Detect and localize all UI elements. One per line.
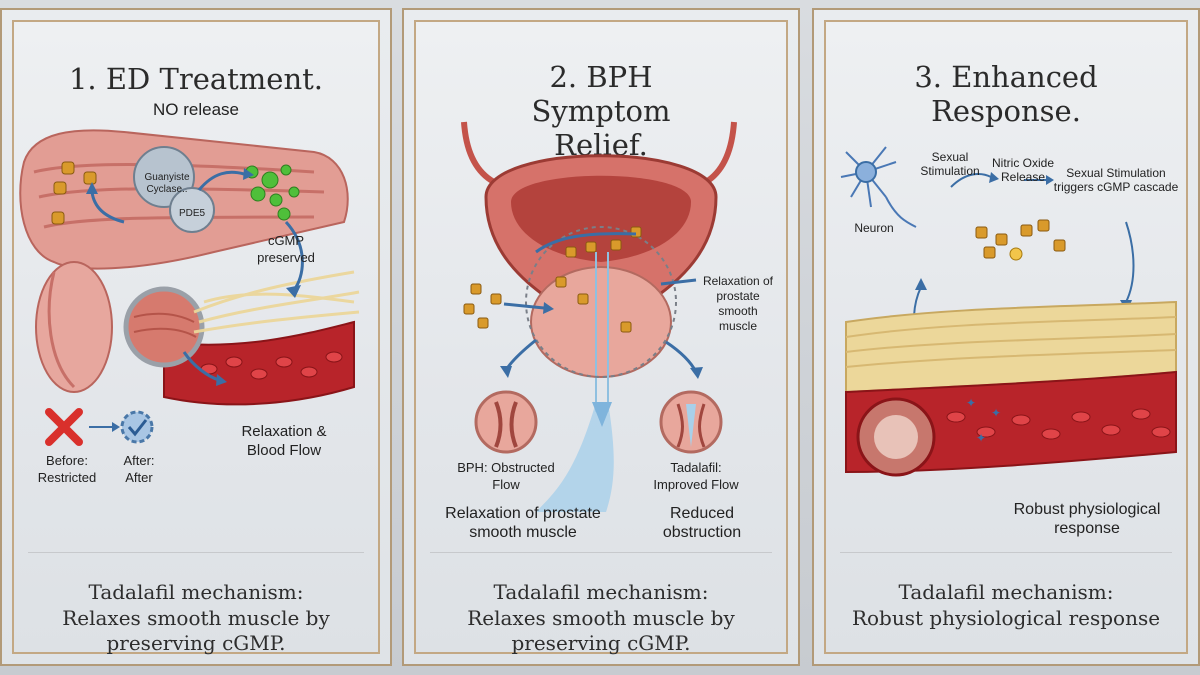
lightbulb-icon: [1009, 247, 1023, 261]
label-sexual-stimulation: Sexual Stimulation: [920, 150, 980, 178]
label-guanylate-cyclase: Guanyiste Cyclase..: [144, 172, 190, 195]
footer-line-2: Relaxes smooth muscle by preserving cGMP…: [467, 606, 735, 655]
neuron-icon: [840, 146, 917, 228]
footer-line-1: Tadalafil mechanism:: [898, 580, 1114, 604]
label-after: After: After: [123, 453, 155, 485]
svg-text:✦: ✦: [991, 406, 1001, 420]
label-neuron: Neuron: [854, 221, 894, 235]
footer-line-1: Tadalafil mechanism:: [493, 580, 709, 604]
pde5-cog: [169, 187, 215, 233]
footer-line-2: Relaxes smooth muscle by preserving cGMP…: [62, 606, 330, 655]
bph-illustration: [461, 121, 737, 512]
label-robust-response: Robust physiological response: [1013, 501, 1161, 537]
footer-line-2: Robust physiological response: [851, 606, 1161, 630]
panel-enhanced-response: 3. Enhanced Response.: [812, 8, 1200, 666]
label-bph-obstructed: BPH: Obstructed Flow: [457, 460, 555, 492]
label-cascade: Sexual Stimulation triggers cGMP cascade: [1053, 166, 1179, 194]
focus-circle: [525, 226, 677, 378]
arrow-to-bph: [504, 338, 537, 371]
panel-subtitle: NO release: [153, 100, 239, 119]
arrow-left-up: [90, 191, 125, 224]
panel-inner: 2. BPH Symptom Relief.: [414, 20, 788, 655]
prostate: [530, 266, 672, 378]
panel-divider: [430, 552, 772, 553]
arrow-into-vessel: [182, 351, 220, 382]
glans: [35, 261, 113, 393]
label-nitric-oxide: Nitric Oxide Release: [991, 156, 1054, 184]
arrow-cyclase-to-no: [197, 170, 245, 191]
blood-vessel: [163, 320, 355, 406]
response-illustration: ✦ ✦ ✦: [840, 146, 1177, 477]
svg-text:✦: ✦: [976, 431, 986, 445]
bph-inset: [474, 390, 538, 454]
no-molecules: [245, 164, 300, 221]
panel-title: 3. Enhanced Response.: [914, 60, 1098, 128]
red-x-icon: [45, 408, 83, 446]
panel-title: 2. BPH Symptom Relief.: [531, 60, 671, 162]
panel-divider: [840, 552, 1172, 553]
arrow-to-tadalafil: [665, 340, 698, 373]
label-cgmp-preserved: cGMP preserved: [257, 233, 315, 265]
footer-line-1: Tadalafil mechanism:: [88, 580, 304, 604]
ed-illustration: [19, 129, 360, 446]
svg-text:✦: ✦: [966, 396, 976, 410]
panel-inner: 3. Enhanced Response.: [824, 20, 1188, 654]
panel-inner: 1. ED Treatment. NO release: [12, 20, 380, 655]
caption-relaxation-prostate: Relaxation of prostate smooth muscle: [445, 505, 601, 541]
label-relaxation-prostate: Relaxation of prostate smooth muscle: [702, 274, 774, 333]
panel-title: 1. ED Treatment.: [68, 62, 324, 96]
caption-reduced-obstruction: Reduced obstruction: [662, 505, 742, 541]
label-pde5: PDE5: [178, 208, 206, 219]
urine-stream: [536, 402, 614, 512]
muscle-cross-section: [123, 286, 205, 368]
label-before-restricted: Before: Restricted: [37, 453, 97, 485]
panel-bph-relief: 2. BPH Symptom Relief.: [402, 8, 800, 666]
panel-ed-treatment: 1. ED Treatment. NO release: [0, 8, 392, 666]
check-gear-icon: [120, 410, 154, 444]
label-tadalafil-improved: Tadalafil: Improved Flow: [653, 460, 739, 492]
label-relaxation-blood-flow: Relaxation & Blood Flow: [241, 423, 327, 459]
panel-divider: [28, 552, 364, 553]
arrow-down-right: [1125, 221, 1135, 303]
